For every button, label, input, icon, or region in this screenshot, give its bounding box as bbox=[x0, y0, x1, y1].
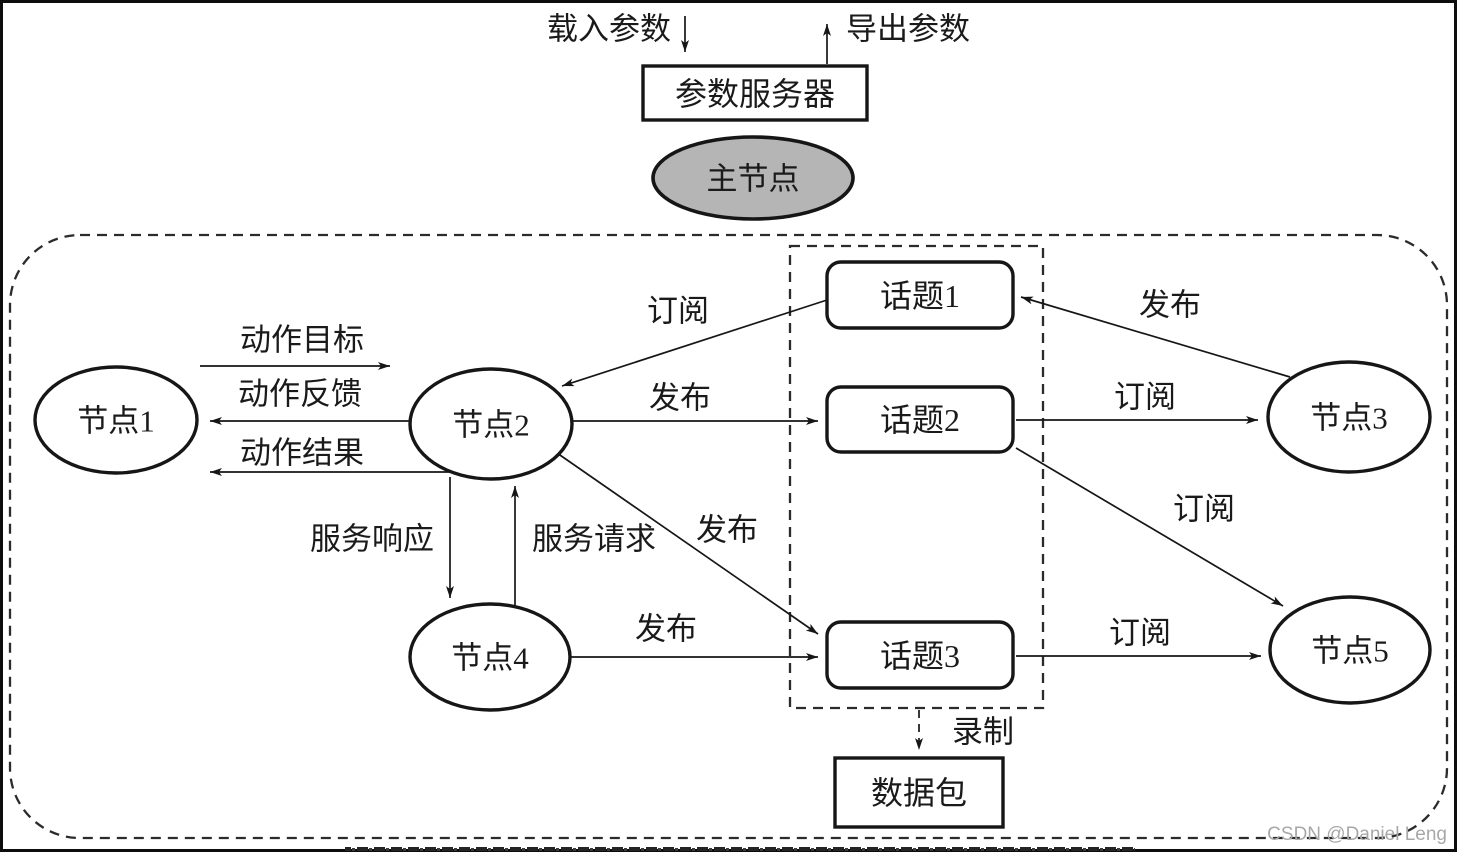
edge-action-goal-label: 动作目标 bbox=[240, 323, 364, 358]
cropped-caption-strip bbox=[345, 845, 1135, 851]
master-node-label: 主节点 bbox=[707, 162, 800, 197]
node1-ellipse bbox=[33, 365, 199, 475]
topic3-label: 话题3 bbox=[880, 638, 960, 674]
edge-publish-node2-topic3 bbox=[556, 452, 819, 635]
node2-ellipse bbox=[408, 367, 574, 481]
load-params-label: 载入参数 bbox=[547, 12, 671, 47]
edge-subscribe-topic1-node2-label: 订阅 bbox=[647, 294, 709, 329]
edges-layer: 动作目标 动作反馈 动作结果 服务响应 服务请求 订阅 发布 发布 发布 发布 … bbox=[200, 288, 1291, 750]
computation-graph-boundary bbox=[8, 233, 1449, 840]
edge-publish-node3-topic1-label: 发布 bbox=[1139, 288, 1201, 323]
param-server-box bbox=[641, 64, 869, 122]
topic3-box bbox=[825, 620, 1015, 690]
export-params-label: 导出参数 bbox=[846, 12, 970, 47]
topics-group-boundary bbox=[788, 244, 1045, 710]
watermark-text: CSDN @Daniel Leng bbox=[1267, 824, 1447, 845]
edge-publish-node4-topic3-label: 发布 bbox=[635, 612, 697, 647]
node5-label: 节点5 bbox=[1311, 634, 1389, 669]
node3-label: 节点3 bbox=[1310, 401, 1388, 436]
bag-label: 数据包 bbox=[871, 775, 967, 811]
edge-service-response-label: 服务响应 bbox=[310, 522, 434, 557]
master-node-ellipse bbox=[651, 135, 855, 221]
topics-layer: 话题1 话题2 话题3 bbox=[825, 260, 1015, 690]
edge-subscribe-topic2-node5 bbox=[1015, 447, 1284, 607]
edge-publish-node2-topic3-label: 发布 bbox=[696, 513, 758, 548]
node2-label: 节点2 bbox=[452, 408, 530, 443]
edge-service-request-label: 服务请求 bbox=[532, 522, 656, 557]
bag-box bbox=[833, 756, 1005, 829]
topic2-box bbox=[825, 385, 1015, 454]
edge-action-feedback-label: 动作反馈 bbox=[238, 377, 362, 412]
edge-subscribe-topic2-node5-label: 订阅 bbox=[1173, 492, 1235, 527]
node1-label: 节点1 bbox=[77, 404, 155, 439]
topic1-label: 话题1 bbox=[880, 278, 960, 314]
node4-label: 节点4 bbox=[451, 641, 529, 676]
edge-subscribe-topic3-node5-label: 订阅 bbox=[1109, 616, 1171, 651]
edge-record-label: 录制 bbox=[952, 715, 1014, 750]
node3-ellipse bbox=[1266, 360, 1432, 474]
topic1-box bbox=[825, 260, 1015, 330]
edge-publish-node3-topic1 bbox=[1020, 296, 1291, 378]
edge-publish-node2-topic2-label: 发布 bbox=[649, 381, 711, 416]
param-server-label: 参数服务器 bbox=[675, 76, 835, 112]
edge-subscribe-topic2-node3-label: 订阅 bbox=[1114, 380, 1176, 415]
edge-action-result-label: 动作结果 bbox=[240, 436, 364, 471]
edge-subscribe-topic1-node2 bbox=[561, 299, 828, 387]
topic2-label: 话题2 bbox=[880, 402, 960, 438]
node4-ellipse bbox=[408, 602, 572, 712]
node5-ellipse bbox=[1268, 595, 1432, 705]
nodes-layer: 节点1 节点2 节点3 节点4 节点5 bbox=[33, 360, 1432, 712]
